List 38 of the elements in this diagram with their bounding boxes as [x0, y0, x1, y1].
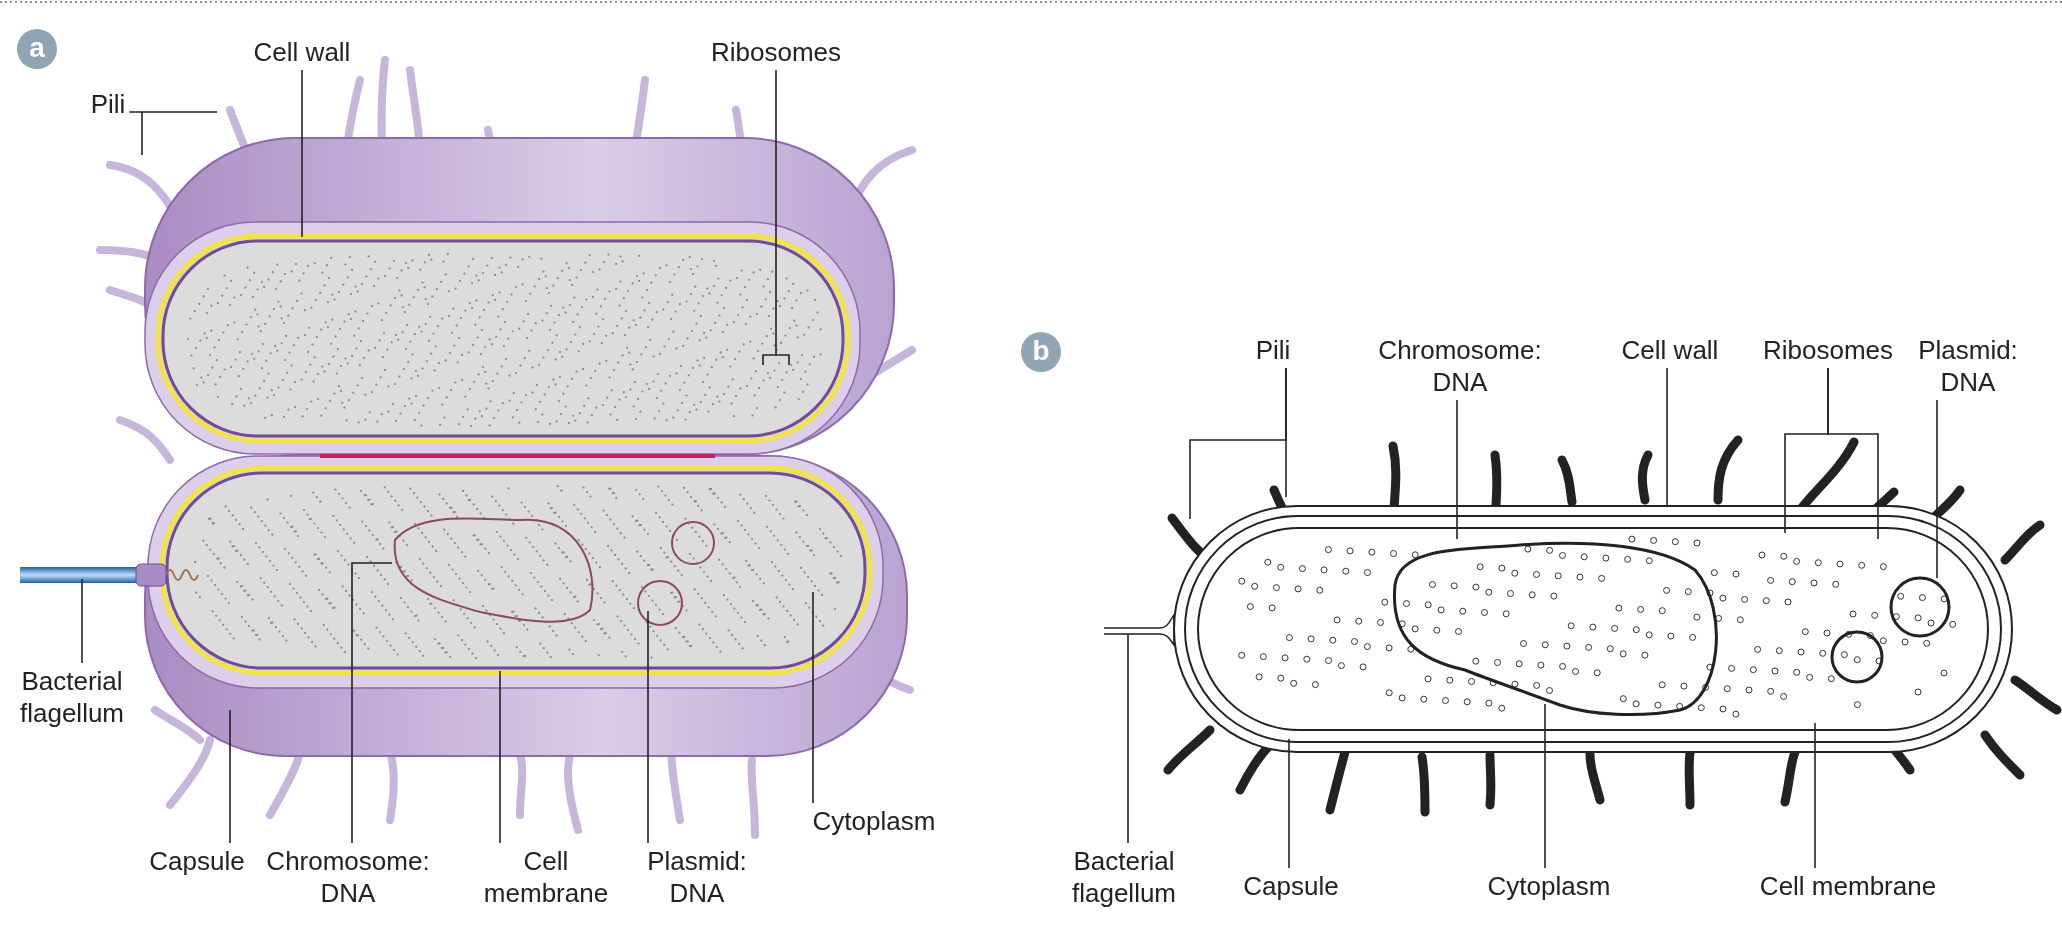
leader-line [81, 578, 83, 664]
part-label: Plasmid: DNA [1912, 334, 2024, 398]
leader-line [1936, 399, 1938, 579]
leader-line [301, 69, 303, 238]
leader-line [229, 709, 231, 844]
part-label: Pili [90, 88, 126, 120]
leader-line [1456, 399, 1458, 540]
part-label: Bacterial flagellum [1054, 845, 1194, 909]
part-label: Capsule [149, 845, 245, 877]
part-label: Cell wall [1621, 334, 1719, 366]
leader-line [812, 591, 814, 804]
leader-line [499, 670, 501, 844]
leader-line [1288, 738, 1290, 869]
leader-line [1666, 367, 1668, 507]
leader-line [762, 69, 790, 366]
leader-line [1814, 722, 1816, 869]
leader-line [351, 562, 393, 844]
part-label: Cytoplasm [812, 805, 936, 837]
part-label: Pili [1255, 334, 1291, 366]
part-label: Cell membrane [476, 845, 616, 909]
leader-line [1127, 633, 1129, 844]
leader-line [1544, 703, 1546, 869]
part-label: Cell membrane [1759, 870, 1937, 902]
part-label: Cytoplasm [1487, 870, 1611, 902]
part-label: Chromosome: DNA [263, 845, 433, 909]
panel-label: a [17, 29, 57, 69]
leader-line [1285, 367, 1287, 498]
part-label: Plasmid: DNA [641, 845, 753, 909]
part-label: Ribosomes [1762, 334, 1894, 366]
part-label: Capsule [1243, 870, 1339, 902]
part-label: Ribosomes [710, 36, 842, 68]
part-label: Bacterial flagellum [2, 665, 142, 729]
panel-label: b [1021, 332, 1061, 372]
leader-line [1827, 367, 1879, 540]
part-label: Chromosome: DNA [1375, 334, 1545, 398]
part-label: Cell wall [253, 36, 351, 68]
leader-line [128, 111, 218, 156]
leader-line [647, 610, 649, 844]
